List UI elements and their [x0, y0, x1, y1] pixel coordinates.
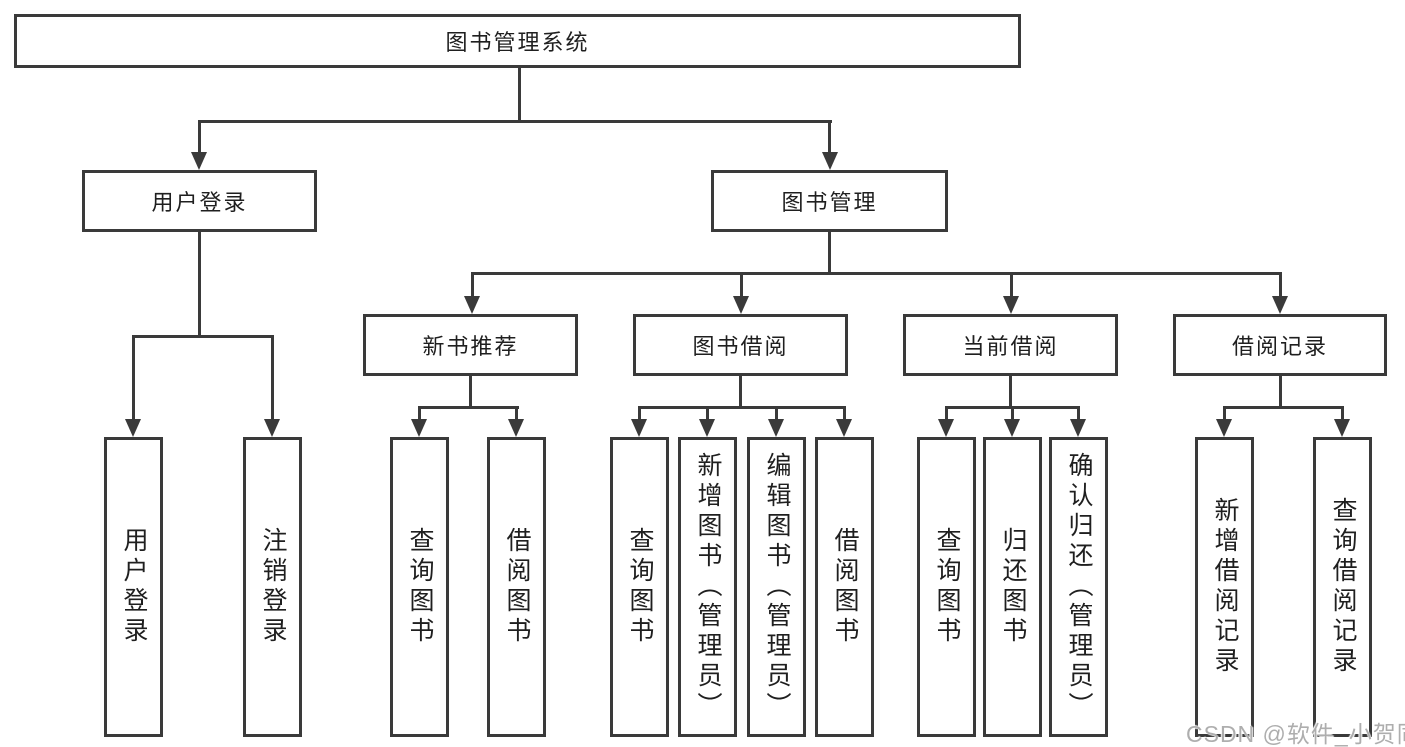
node-borrow-records: 借阅记录 — [1173, 314, 1387, 376]
node-label: 图书借阅 — [692, 334, 789, 359]
node-label: 图书管理系统 — [445, 30, 590, 55]
leaf-borrow-books-a: 借阅图书 — [487, 437, 546, 737]
connector-book-borrow-down — [739, 376, 742, 409]
connector-stem-borrow-records — [1279, 272, 1282, 298]
leaf-add-books-admin: 新增图书（管理员） — [678, 437, 737, 737]
connector-borrow-records-bar — [1223, 406, 1344, 409]
leaf-label: 查询图书 — [626, 527, 654, 647]
leaf-query-books-c: 查询图书 — [917, 437, 976, 737]
leaf-borrow-books-b: 借阅图书 — [815, 437, 874, 737]
leaf-label: 查询图书 — [933, 527, 961, 647]
leaf-label: 查询借阅记录 — [1329, 497, 1357, 677]
connector-stem-book-borrow — [740, 272, 743, 298]
arrow-into-leaf-query-books-b — [631, 419, 647, 437]
leaf-label: 注销登录 — [259, 527, 287, 647]
node-user-login: 用户登录 — [82, 170, 317, 232]
leaf-label: 借阅图书 — [831, 527, 859, 647]
leaf-confirm-return-admin: 确认归还（管理员） — [1049, 437, 1108, 737]
connector-stem — [1077, 406, 1080, 421]
arrow-into-current-borrow — [1003, 296, 1019, 314]
arrow-into-leaf-return-books — [1004, 419, 1020, 437]
node-new-book-recommend: 新书推荐 — [363, 314, 578, 376]
connector-current-borrow-down — [1009, 376, 1012, 409]
connector-stem — [1223, 406, 1226, 421]
leaf-user-login: 用户登录 — [104, 437, 163, 737]
node-current-borrow: 当前借阅 — [903, 314, 1118, 376]
connector-new-book-down — [469, 376, 472, 409]
connector-root-trunk — [518, 68, 521, 123]
arrow-into-leaf-add-record — [1216, 419, 1232, 437]
connector-level2-bar — [198, 120, 832, 123]
leaf-query-books-a: 查询图书 — [390, 437, 449, 737]
connector-stem — [1011, 406, 1014, 421]
arrow-into-leaf-edit-books — [768, 419, 784, 437]
leaf-edit-books-admin: 编辑图书（管理员） — [747, 437, 806, 737]
connector-stem — [706, 406, 709, 421]
leaf-label: 编辑图书（管理员） — [763, 452, 791, 722]
arrow-into-leaf-confirm-return — [1070, 419, 1086, 437]
node-book-borrow: 图书借阅 — [633, 314, 848, 376]
leaf-label: 新增借阅记录 — [1211, 497, 1239, 677]
arrow-into-leaf-logout — [264, 419, 280, 437]
connector-book-borrow-bar — [638, 406, 846, 409]
leaf-label: 借阅图书 — [503, 527, 531, 647]
arrow-into-leaf-query-books-c — [938, 419, 954, 437]
connector-stem-current-borrow — [1010, 272, 1013, 298]
connector-borrow-records-down — [1279, 376, 1282, 409]
arrow-into-book-management — [822, 152, 838, 170]
connector-level3-bar — [471, 272, 1282, 275]
arrow-into-user-login — [191, 152, 207, 170]
connector-book-management-down — [828, 232, 831, 275]
connector-stem — [945, 406, 948, 421]
connector-stem-leaf-logout — [271, 335, 274, 421]
connector-stem — [418, 406, 421, 421]
connector-stem-leaf-login — [132, 335, 135, 421]
node-label: 用户登录 — [151, 190, 248, 215]
leaf-label: 查询图书 — [406, 527, 434, 647]
connector-stem-new-book — [471, 272, 474, 298]
leaf-logout: 注销登录 — [243, 437, 302, 737]
node-label: 新书推荐 — [422, 334, 519, 359]
leaf-label: 新增图书（管理员） — [694, 452, 722, 722]
csdn-watermark: CSDN @软件_小贺同学 — [1186, 721, 1405, 747]
leaf-label: 归还图书 — [999, 527, 1027, 647]
arrow-into-leaf-query-books-a — [411, 419, 427, 437]
node-book-management: 图书管理 — [711, 170, 948, 232]
leaf-label: 确认归还（管理员） — [1065, 452, 1093, 722]
arrow-into-book-borrow — [733, 296, 749, 314]
leaf-return-books: 归还图书 — [983, 437, 1042, 737]
connector-user-login-down — [198, 232, 201, 338]
connector-new-book-bar — [418, 406, 519, 409]
connector-stem-book-management — [828, 120, 831, 154]
connector-stem — [638, 406, 641, 421]
arrow-into-leaf-login — [125, 419, 141, 437]
arrow-into-borrow-records — [1272, 296, 1288, 314]
arrow-into-leaf-query-record — [1334, 419, 1350, 437]
node-label: 图书管理 — [781, 190, 878, 215]
connector-stem-user-login — [198, 120, 201, 154]
connector-user-login-bar — [132, 335, 274, 338]
leaf-query-borrow-record: 查询借阅记录 — [1313, 437, 1372, 737]
connector-stem — [515, 406, 518, 421]
connector-stem — [775, 406, 778, 421]
node-label: 借阅记录 — [1231, 334, 1328, 359]
connector-stem — [1341, 406, 1344, 421]
arrow-into-new-book — [464, 296, 480, 314]
arrow-into-leaf-add-books — [699, 419, 715, 437]
connector-stem — [843, 406, 846, 421]
leaf-add-borrow-record: 新增借阅记录 — [1195, 437, 1254, 737]
leaf-label: 用户登录 — [120, 527, 148, 647]
arrow-into-leaf-borrow-books-a — [508, 419, 524, 437]
node-label: 当前借阅 — [962, 334, 1059, 359]
arrow-into-leaf-borrow-books-b — [836, 419, 852, 437]
leaf-query-books-b: 查询图书 — [610, 437, 669, 737]
node-library-management-system: 图书管理系统 — [14, 14, 1021, 68]
